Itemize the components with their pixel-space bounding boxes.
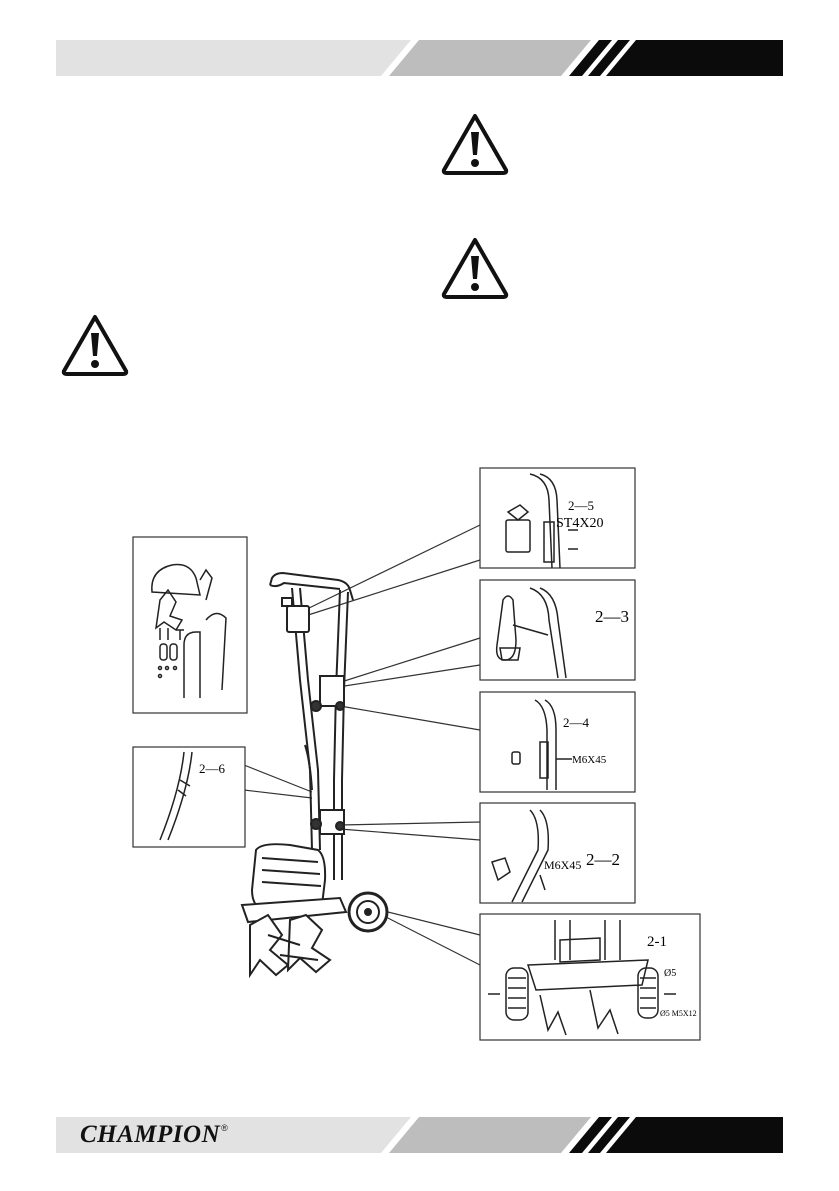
callout-2-1-bolt: Ø5 M5X12	[660, 1009, 697, 1018]
callout-box-2-1	[479, 913, 701, 1041]
tiller-drawing	[240, 571, 389, 979]
callout-2-4-part: M6X45	[572, 754, 607, 766]
callout-2-1-step: 2-1	[647, 934, 667, 950]
callout-box-2-5	[479, 467, 636, 569]
warning-triangle-icon	[60, 313, 130, 377]
callout-2-3-step: 2—3	[595, 607, 629, 626]
champion-logo: CHAMPION®	[80, 1118, 228, 1152]
callout-2-2-part: M6X45	[544, 858, 581, 872]
callout-2-4-step: 2—4	[563, 715, 590, 730]
warning-triangle-icon	[440, 236, 510, 300]
callout-2-5-step: 2—5	[568, 498, 594, 513]
callout-2-5-part: ST4X20	[556, 516, 603, 531]
warning-triangle-icon	[440, 112, 510, 176]
logo-text: CHAMPION	[80, 1121, 221, 1148]
callout-box-2-4	[479, 691, 636, 793]
parts-overview-box	[132, 536, 248, 714]
footer-band	[56, 1117, 783, 1153]
logo-registered-mark: ®	[221, 1123, 228, 1133]
callout-2-2-step: 2—2	[586, 850, 620, 869]
callout-box-2-6	[132, 746, 246, 848]
callout-2-6-step: 2—6	[199, 761, 226, 776]
header-band	[56, 40, 783, 76]
callout-2-1-washer: Ø5	[664, 968, 676, 979]
callout-box-2-3	[479, 579, 636, 681]
callout-box-2-2	[479, 802, 636, 904]
